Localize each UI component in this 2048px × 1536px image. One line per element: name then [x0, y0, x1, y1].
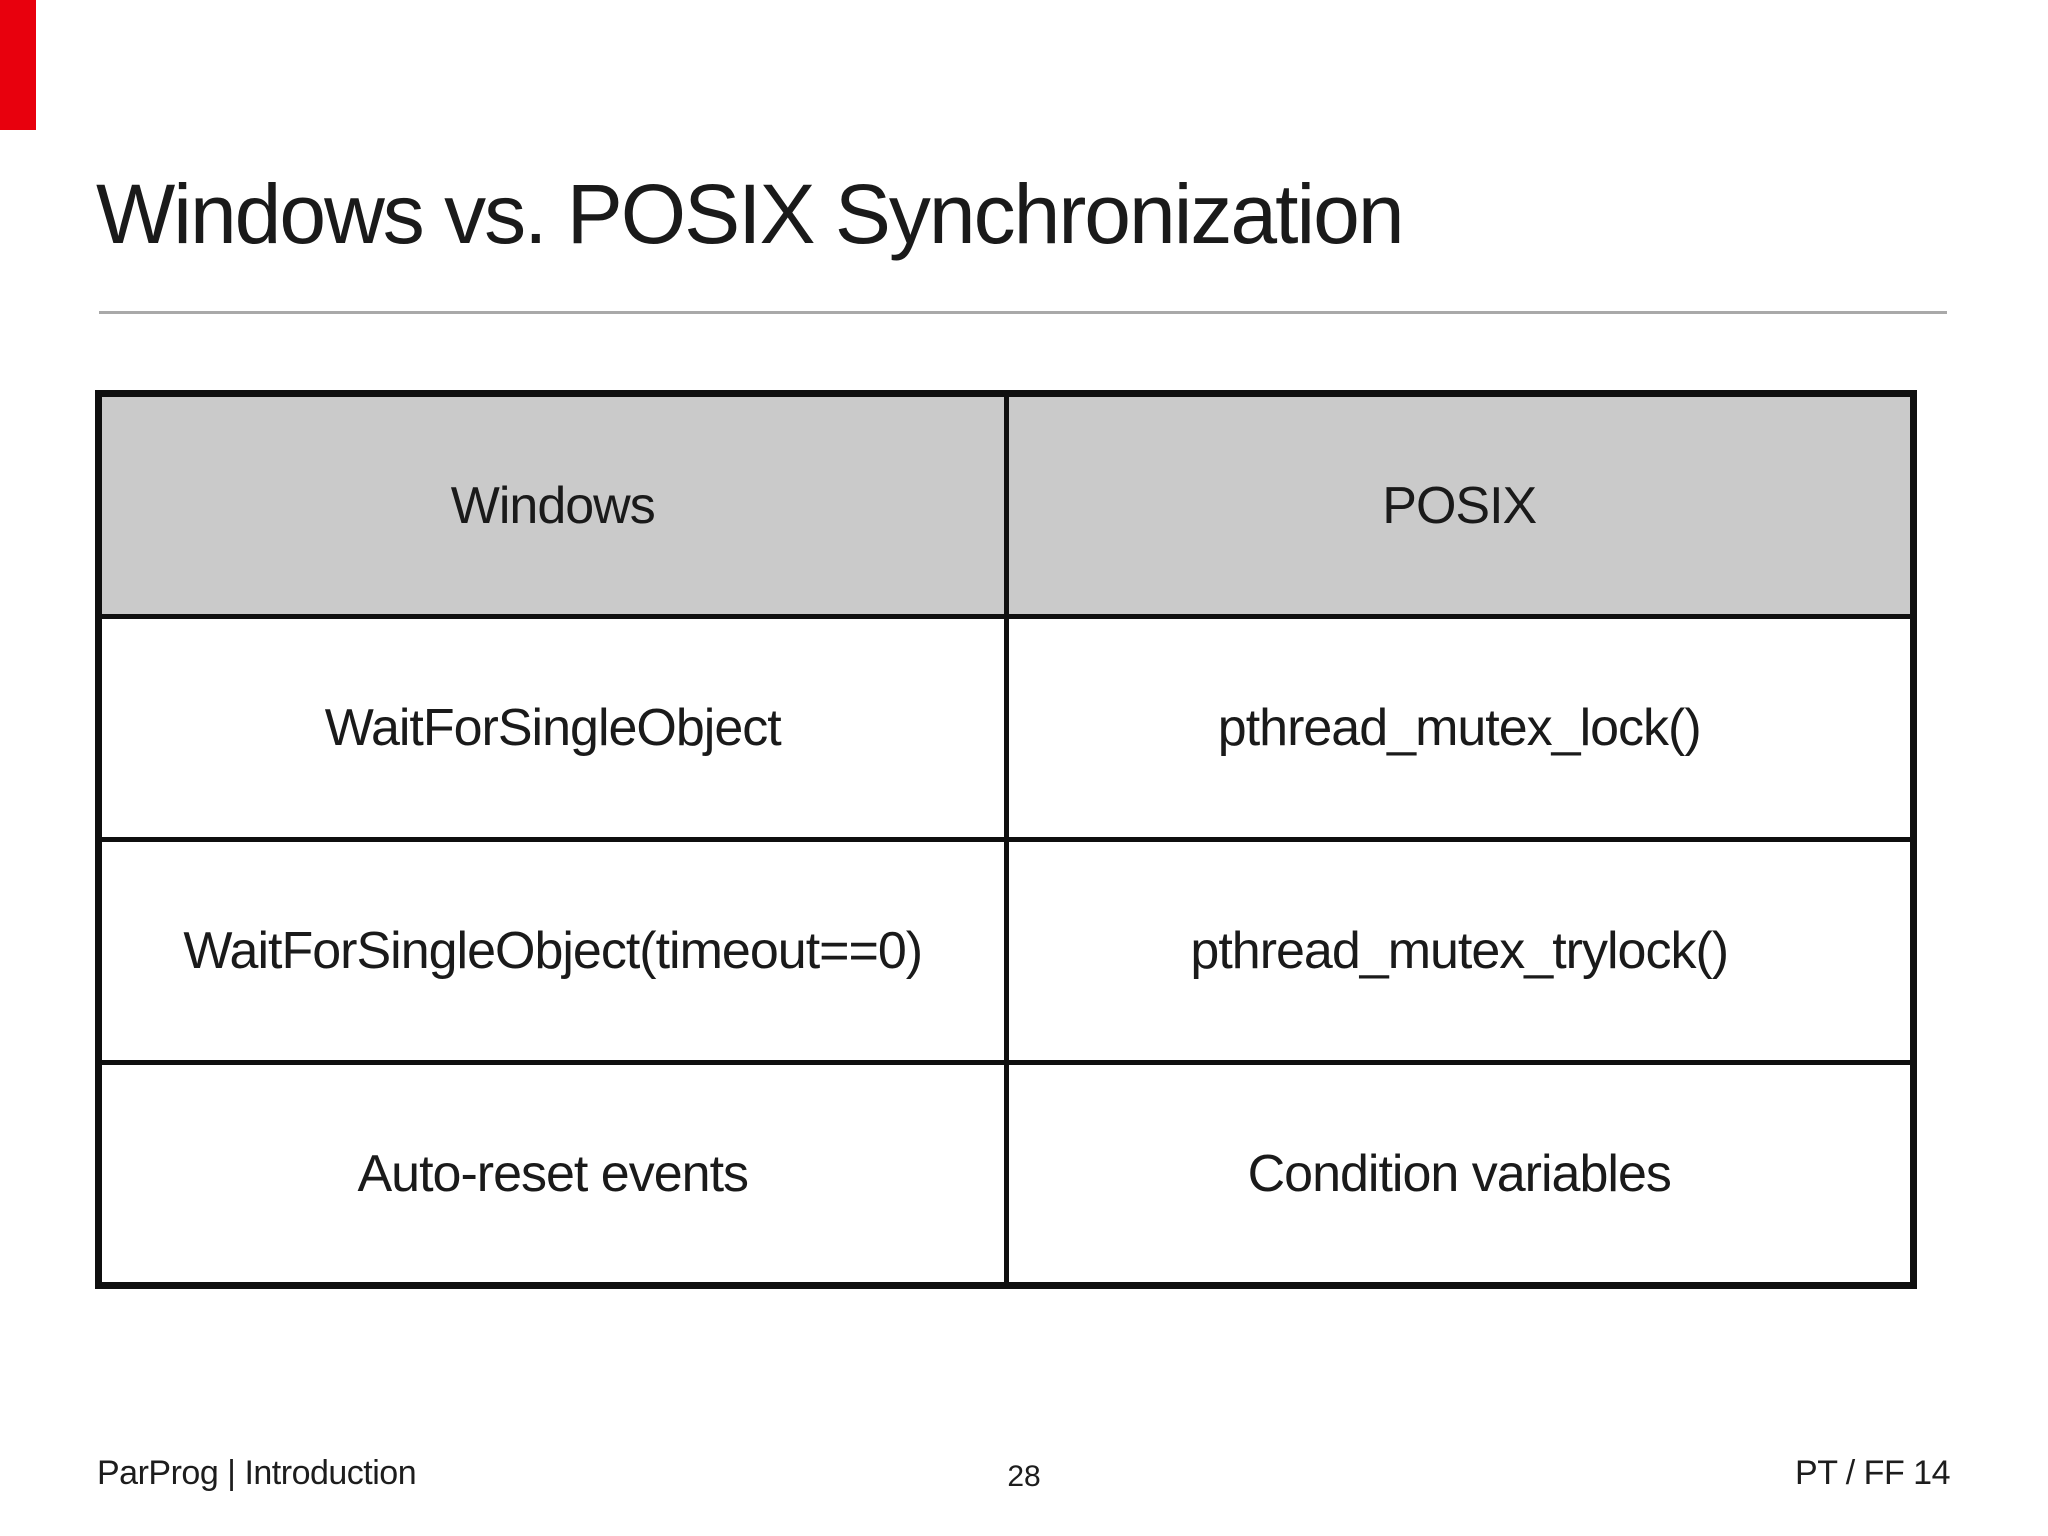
- page-number: 28: [1007, 1460, 1041, 1493]
- title-divider-rule: [99, 311, 1947, 314]
- red-accent-bar: [0, 0, 36, 130]
- slide-title: Windows vs. POSIX Synchronization: [96, 167, 1405, 261]
- table-cell-windows-wait: WaitForSingleObject: [96, 614, 1009, 842]
- footer-course-label: ParProg | Introduction: [97, 1454, 417, 1492]
- table-row: WaitForSingleObject(timeout==0) pthread_…: [96, 837, 1916, 1065]
- table-cell-posix-condition-variables: Condition variables: [1003, 1060, 1916, 1288]
- table-header-posix: POSIX: [1003, 391, 1916, 619]
- table-cell-windows-wait-timeout: WaitForSingleObject(timeout==0): [96, 837, 1009, 1065]
- windows-posix-comparison-table: Windows POSIX WaitForSingleObject pthrea…: [95, 390, 1917, 1289]
- table-row: WaitForSingleObject pthread_mutex_lock(): [96, 614, 1916, 842]
- table-cell-windows-autoreset-events: Auto-reset events: [96, 1060, 1009, 1288]
- table-row: Auto-reset events Condition variables: [96, 1060, 1916, 1288]
- table-header-windows: Windows: [96, 391, 1009, 619]
- footer-authors-label: PT / FF 14: [1795, 1454, 1950, 1492]
- table-cell-posix-mutex-lock: pthread_mutex_lock(): [1003, 614, 1916, 842]
- table-header-row: Windows POSIX: [96, 391, 1916, 619]
- table-cell-posix-mutex-trylock: pthread_mutex_trylock(): [1003, 837, 1916, 1065]
